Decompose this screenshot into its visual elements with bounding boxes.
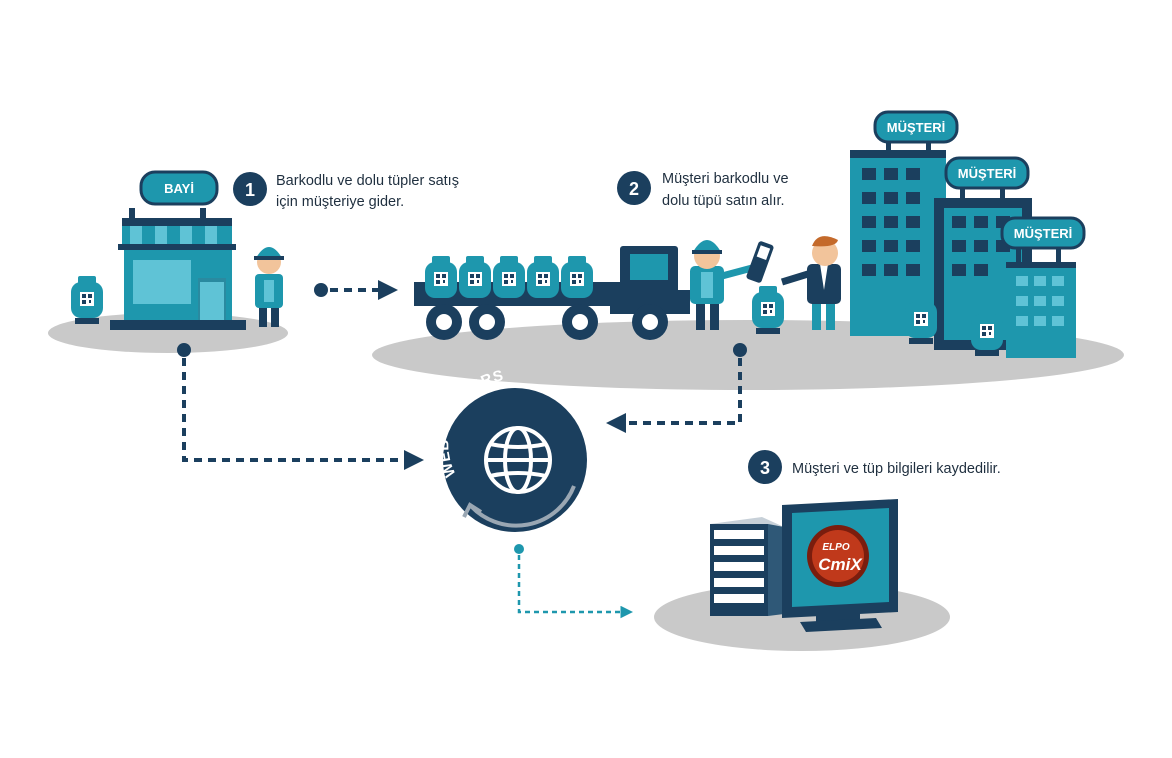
- step-2-line-2: dolu tüpü satın alır.: [662, 193, 785, 209]
- software-logo-top: ELPO: [822, 542, 849, 553]
- flow-dot-1: [314, 283, 328, 297]
- customer-person: [780, 236, 841, 330]
- step-2-line-1: Müşteri barkodlu ve: [662, 171, 789, 187]
- customer-sign-1: MÜŞTERİ: [873, 110, 959, 152]
- customer-sign-2-label: MÜŞTERİ: [958, 166, 1017, 181]
- step-1-number: 1: [245, 180, 255, 200]
- building-icon: [1006, 262, 1076, 358]
- customer-sign-2: MÜŞTERİ: [944, 156, 1030, 200]
- globe-icon: WEB-VPN-GPRS: [435, 367, 587, 532]
- step-1: 1 Barkodlu ve dolu tüpler satış için müş…: [233, 172, 459, 210]
- step-1-line-2: için müşteriye gider.: [276, 194, 404, 210]
- delivery-person: [254, 247, 284, 327]
- customer-sign-1-label: MÜŞTERİ: [887, 120, 946, 135]
- step-2-number: 2: [629, 179, 639, 199]
- step-3-number: 3: [760, 458, 770, 478]
- step-1-line-1: Barkodlu ve dolu tüpler satış: [276, 173, 459, 189]
- step-2: 2 Müşteri barkodlu ve dolu tüpü satın al…: [617, 171, 789, 209]
- customer-sign-3-label: MÜŞTERİ: [1014, 226, 1073, 241]
- flow-dot-3: [733, 343, 747, 357]
- dealer-sign: BAYİ: [139, 170, 219, 206]
- dealer-sign-label: BAYİ: [164, 181, 194, 196]
- flow-arrow-customer-to-network: [606, 358, 742, 433]
- step-3-line-1: Müşteri ve tüp bilgileri kaydedilir.: [792, 461, 1001, 477]
- flow-dot-4: [514, 544, 524, 554]
- flow-arrow-network-to-office: [517, 555, 633, 619]
- software-logo: ELPO CmiX: [807, 525, 869, 587]
- shop-icon: [110, 208, 246, 330]
- flow-arrow-dealer-to-network: [182, 358, 424, 470]
- flow-dot-2: [177, 343, 191, 357]
- building-icon: [850, 150, 946, 336]
- software-logo-bottom: CmiX: [818, 555, 863, 574]
- server-icon: [710, 517, 784, 616]
- seller-person: [690, 240, 753, 330]
- barcode-scanner-icon: [746, 241, 774, 283]
- step-3: 3 Müşteri ve tüp bilgileri kaydedilir.: [748, 450, 1001, 484]
- customer-sign-3: MÜŞTERİ: [1000, 216, 1086, 264]
